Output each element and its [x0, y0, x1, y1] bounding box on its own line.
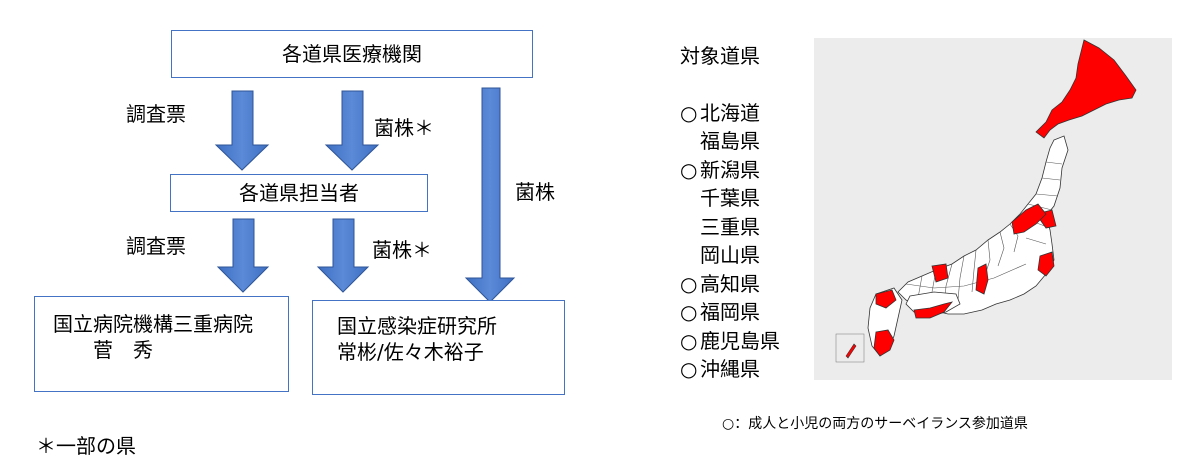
map-kagoshima	[873, 329, 895, 357]
mie-hospital-box: 国立病院機構三重病院 菅 秀	[34, 296, 289, 392]
prefecture-item: ○沖縄県	[680, 357, 760, 381]
arrow-survey-upper	[214, 90, 270, 171]
map-okayama	[931, 263, 949, 283]
map-okinawa	[845, 343, 857, 359]
prefecture-item: 三重県	[700, 214, 760, 239]
prefecture-item: ○福岡県	[680, 300, 760, 324]
prefecture-item: 千葉県	[700, 186, 760, 210]
prefecture-item: ○北海道	[680, 100, 760, 125]
niid-box: 国立感染症研究所 常彬/佐々木裕子	[312, 300, 565, 395]
map-caption: ○：成人と小児の両方のサーベイランス参加道県	[722, 416, 1028, 432]
arrow-survey-lower	[216, 218, 270, 293]
strain-star-label-lower: 菌株＊	[372, 238, 432, 262]
prefecture-item: 福島県	[700, 129, 760, 153]
map-mie	[975, 263, 989, 295]
strain-star-label-upper: 菌株＊	[374, 116, 434, 140]
arrow-strain-lower	[316, 218, 370, 293]
survey-label-upper: 調査票	[126, 102, 186, 126]
mie-hospital-name: 国立病院機構三重病院	[53, 312, 253, 336]
footnote: ＊一部の県	[36, 434, 136, 458]
niid-persons: 常彬/佐々木裕子	[337, 340, 484, 364]
map-okinawa-inset	[835, 333, 865, 363]
japan-map-svg	[835, 39, 1137, 363]
prefecture-item: ○鹿児島県	[680, 328, 780, 353]
japan-map	[814, 38, 1172, 380]
prefecture-item: ○新潟県	[680, 157, 760, 182]
prefecture-staff-label: 各道県担当者	[239, 181, 359, 205]
prefecture-list-title: 対象道県	[680, 44, 760, 68]
prefecture-item: ○高知県	[680, 271, 760, 296]
map-niigata	[1011, 203, 1047, 235]
map-fukuoka	[875, 289, 897, 309]
prefecture-item: 岡山県	[700, 243, 760, 267]
arrow-strain-direct	[464, 87, 516, 303]
prefecture-staff-box: 各道県担当者	[170, 174, 428, 212]
strain-direct-label: 菌株	[515, 180, 555, 204]
flow-arrows	[214, 87, 516, 303]
prefecture-list: 対象道県 ○北海道 福島県 ○新潟県 千葉県 三重県 岡山県 ○高知県 ○福岡県…	[680, 42, 780, 384]
niid-name: 国立感染症研究所	[337, 314, 497, 338]
map-kochi	[913, 301, 954, 319]
map-chiba	[1037, 251, 1055, 277]
arrow-strain-upper	[324, 90, 380, 171]
mie-hospital-person: 菅 秀	[93, 338, 153, 362]
medical-institutions-box: 各道県医療機関	[171, 30, 533, 78]
medical-institutions-label: 各道県医療機関	[282, 42, 422, 66]
map-hokkaido	[1035, 39, 1137, 139]
survey-label-lower: 調査票	[126, 234, 186, 258]
